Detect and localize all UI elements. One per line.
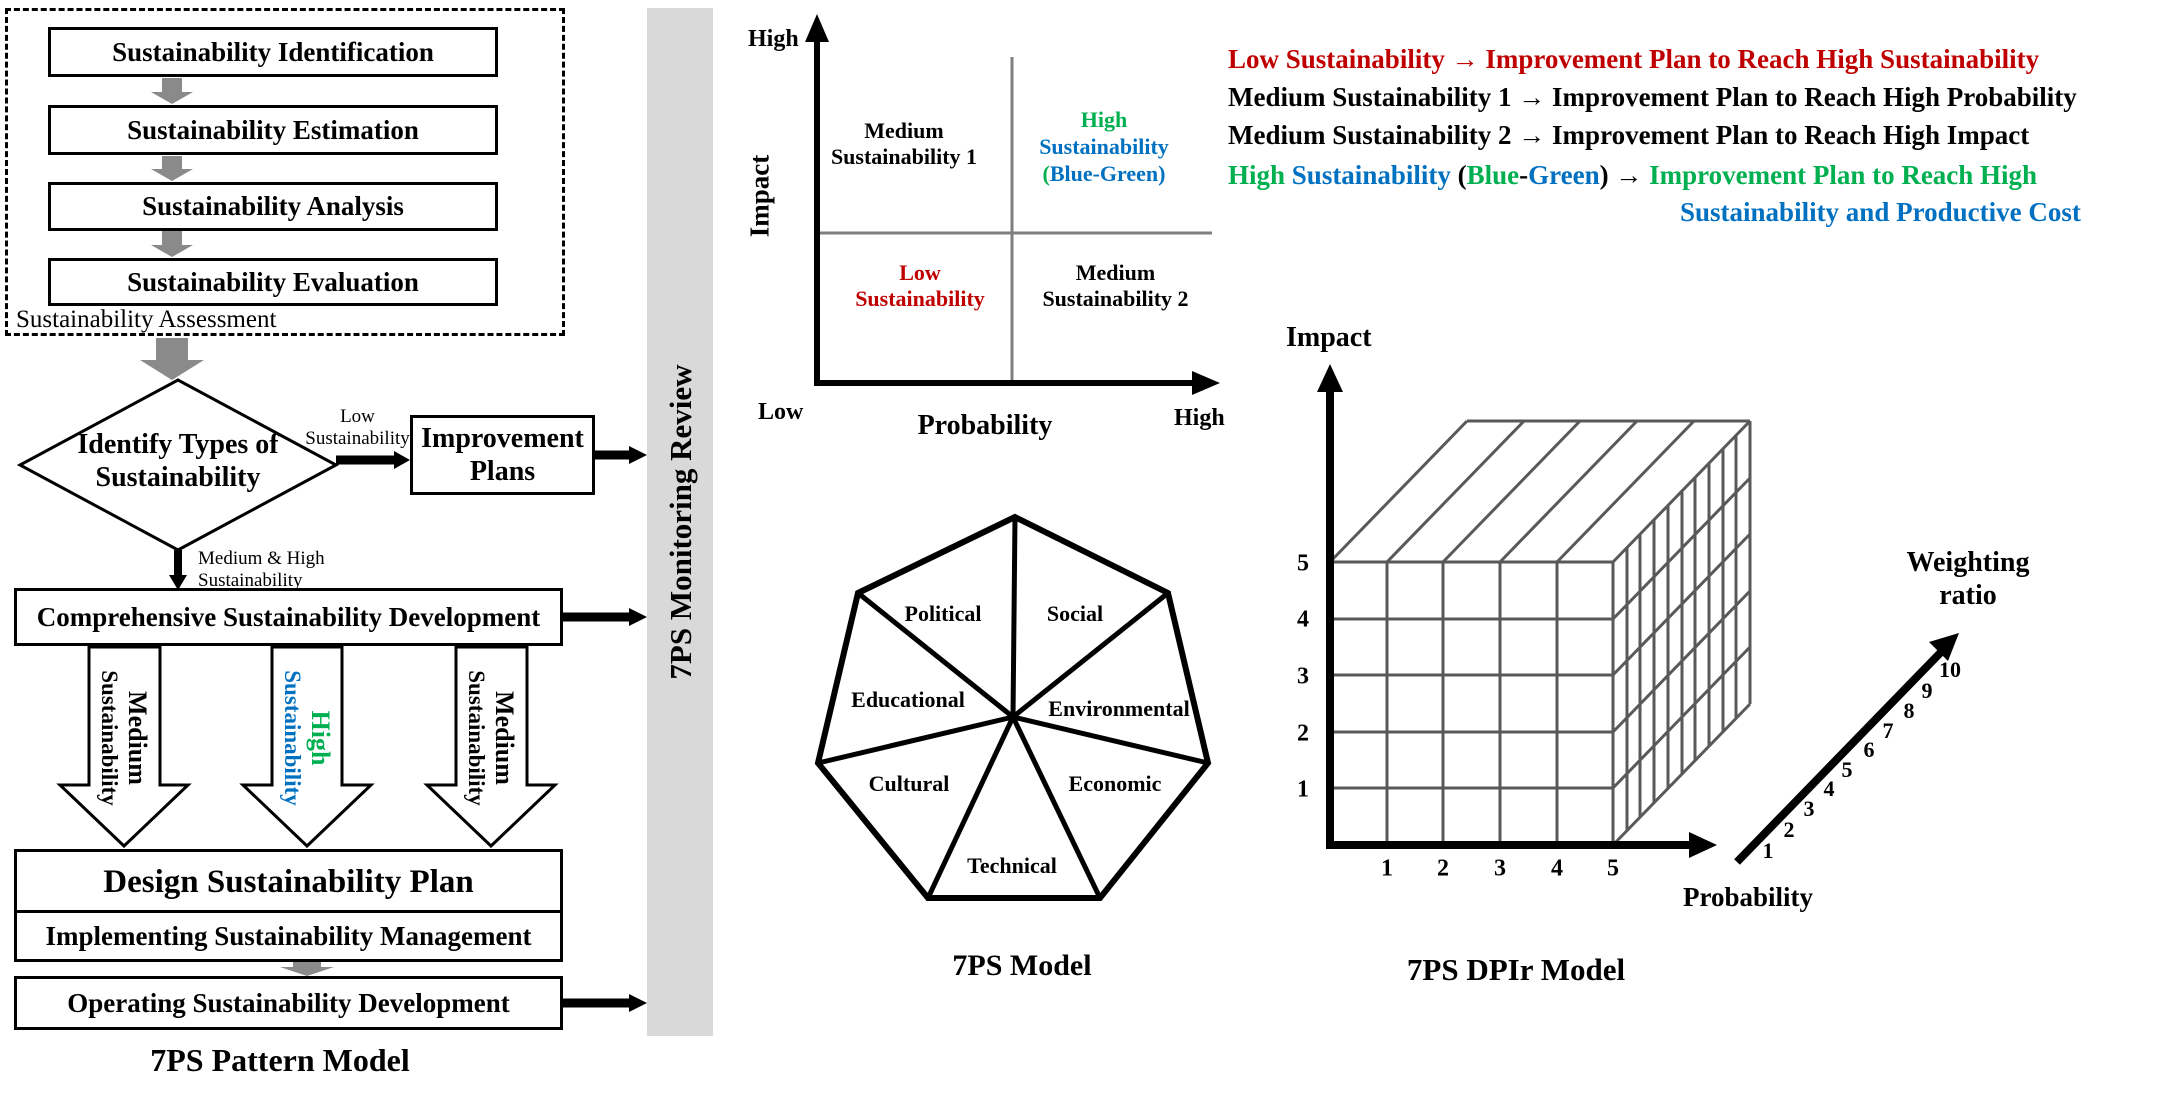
dpir-impact-tick: 3	[1297, 663, 1309, 690]
dpir-weighting-tick: 7	[1882, 718, 1894, 743]
heptagon-sector-educational: Educational	[851, 687, 965, 712]
hollow-down-arrow-icon	[239, 645, 375, 849]
step-box-estimation: Sustainability Estimation	[48, 105, 498, 155]
step-label: Sustainability Identification	[112, 36, 434, 67]
decision-diamond-label: Identify Types of Sustainability	[77, 429, 279, 493]
flow-arrow-label-medium-right: Medium Sustainability	[464, 670, 519, 806]
heptagon-sector-social: Social	[1046, 601, 1104, 626]
heptagon-sector-economic: Economic	[1068, 771, 1162, 796]
quadrant-medium-sustainability-1: Medium Sustainability 1	[830, 118, 978, 169]
legend-high-sustainability-line2: Sustainability and Productive Cost	[1680, 197, 2081, 227]
down-arrow-icon	[280, 962, 334, 976]
matrix-impact-axis-label: Impact	[744, 154, 775, 238]
low-sustainability-branch-label: Low Sustainability	[305, 406, 410, 449]
down-arrow-icon	[151, 156, 193, 181]
heptagon-title: 7PS Model	[952, 949, 1092, 982]
medium-high-branch-label: Medium & High Sustainability	[198, 548, 325, 591]
diagonal-arrowhead-icon	[1929, 633, 1959, 661]
operating-development-box: Operating Sustainability Development	[14, 976, 563, 1030]
dpir-probability-axis-label: Probability	[1682, 882, 1814, 912]
matrix-probability-axis-label: Probability	[917, 410, 1053, 441]
matrix-low-label: Low	[758, 399, 804, 425]
right-arrowhead-icon	[629, 446, 647, 464]
right-arrowhead-icon	[1689, 832, 1717, 858]
design-plan-box: Design Sustainability Plan	[14, 849, 563, 915]
step-label: Sustainability Estimation	[127, 114, 419, 145]
dpir-weighting-tick: 10	[1939, 657, 1961, 682]
right-arrowhead-icon	[629, 994, 647, 1012]
flow-arrow-label-high: High Sustainability	[280, 670, 335, 806]
legend-medium-sustainability-1: Medium Sustainability 1 → Improvement Pl…	[1228, 82, 2077, 112]
matrix-axes	[805, 14, 1220, 395]
hollow-down-arrow-icon	[423, 645, 559, 849]
heptagon-sector-environmental: Environmental	[1048, 696, 1190, 721]
quadrant-medium-sustainability-2: Medium Sustainability 2	[1042, 260, 1189, 311]
heptagon-shape	[814, 513, 1212, 901]
right-arrowhead-icon	[394, 451, 410, 469]
step-label: Sustainability Evaluation	[127, 266, 419, 297]
dpir-probability-tick: 2	[1437, 855, 1449, 882]
dpir-impact-tick: 5	[1297, 550, 1309, 577]
quadrant-high-sustainability: High Sustainability (Blue-Green)	[1039, 107, 1169, 186]
hollow-block-arrows	[56, 645, 559, 849]
heptagon-sector-technical: Technical	[967, 853, 1057, 878]
black-connectors	[169, 446, 647, 1012]
dpir-impact-tick: 2	[1297, 720, 1309, 747]
dpir-impact-tick: 4	[1297, 606, 1309, 633]
dpir-weighting-tick: 8	[1903, 698, 1915, 723]
right-arrowhead-icon	[629, 608, 647, 626]
dpir-weighting-tick: 2	[1783, 817, 1795, 842]
dpir-probability-tick: 4	[1551, 855, 1563, 882]
comprehensive-development-box: Comprehensive Sustainability Development	[14, 588, 563, 646]
hollow-down-arrow-icon	[56, 645, 192, 849]
down-arrow-icon	[140, 338, 204, 380]
cube-grid	[1328, 419, 1752, 847]
down-arrow-icon	[151, 78, 193, 104]
dpir-title: 7PS DPIr Model	[1406, 952, 1626, 987]
legend-high-sustainability: High Sustainability (Blue-Green) → Impro…	[1228, 160, 2038, 190]
dpir-probability-tick: 5	[1607, 855, 1619, 882]
improvement-plans-box: Improvement Plans	[410, 415, 595, 495]
heptagon-sector-cultural: Cultural	[868, 771, 950, 796]
dpir-weighting-tick: 3	[1803, 796, 1815, 821]
down-arrowhead-icon	[169, 575, 187, 590]
matrix-high-top-label: High	[748, 26, 799, 52]
implementing-management-box: Implementing Sustainability Management	[14, 910, 563, 962]
matrix-high-right-label: High	[1174, 405, 1225, 431]
dpir-weighting-tick: 1	[1762, 838, 1774, 863]
dpir-weighting-tick: 5	[1841, 757, 1853, 782]
cube-axes	[1317, 364, 1959, 865]
legend-medium-sustainability-2: Medium Sustainability 2 → Improvement Pl…	[1228, 120, 2030, 150]
dpir-weighting-tick: 4	[1823, 776, 1835, 801]
dpir-weighting-axis-label: Weighting ratio	[1906, 547, 2030, 611]
step-label: Sustainability Analysis	[142, 191, 404, 221]
step-box-evaluation: Sustainability Evaluation	[48, 258, 498, 306]
dpir-impact-tick: 1	[1297, 776, 1309, 803]
assessment-caption: Sustainability Assessment	[16, 306, 277, 333]
up-arrowhead-icon	[805, 14, 829, 42]
step-box-analysis: Sustainability Analysis	[48, 182, 498, 231]
dpir-probability-tick: 1	[1381, 855, 1393, 882]
legend-low-sustainability: Low Sustainability → Improvement Plan to…	[1228, 44, 2040, 74]
assessment-dashed-container	[5, 8, 565, 336]
up-arrowhead-icon	[1317, 364, 1343, 392]
step-box-identification: Sustainability Identification	[48, 27, 498, 77]
dpir-weighting-tick: 6	[1863, 737, 1875, 762]
quadrant-low-sustainability: Low Sustainability	[855, 260, 985, 311]
down-arrow-icon	[151, 231, 193, 257]
monitoring-review-bar	[647, 8, 713, 1036]
dpir-probability-tick: 3	[1494, 855, 1506, 882]
dpir-weighting-tick: 9	[1921, 678, 1933, 703]
flow-arrow-label-medium-left: Medium Sustainability	[97, 670, 152, 806]
heptagon-sector-political: Political	[904, 601, 982, 626]
dpir-impact-axis-label: Impact	[1286, 322, 1372, 353]
right-arrowhead-icon	[1192, 371, 1220, 395]
pattern-model-title: 7PS Pattern Model	[150, 1042, 410, 1078]
monitoring-review-label: 7PS Monitoring Review	[663, 364, 698, 680]
